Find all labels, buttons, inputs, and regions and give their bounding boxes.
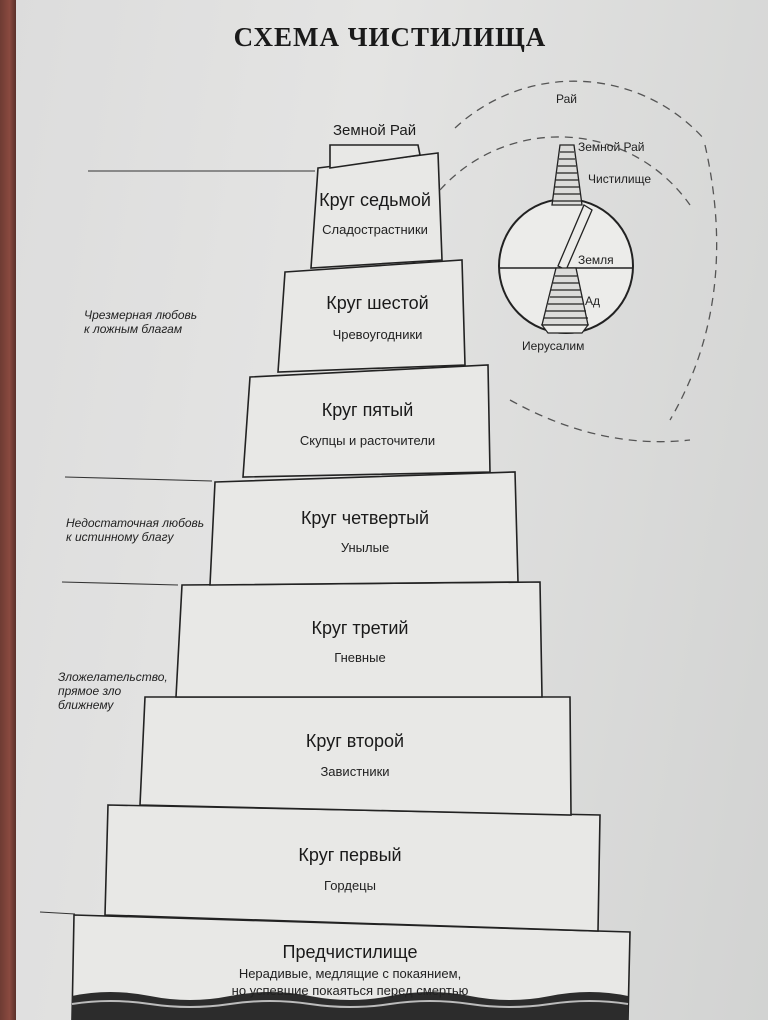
side-note-2-line2: к истинному благу — [66, 530, 174, 544]
paradise-sphere-inner — [439, 136, 691, 206]
circle-4-sinners: Унылые — [340, 540, 390, 555]
cosmos-earthly-paradise-label: Земной Рай — [578, 140, 645, 154]
side-note-malevolence: Зложелательство, прямое зло ближнему — [58, 670, 168, 712]
terrace-circle-4 — [209, 471, 519, 586]
mountain-terraces — [71, 144, 631, 1020]
terrace-circle-3 — [175, 581, 543, 698]
circle-1-name: Круг первый — [298, 845, 402, 865]
circle-1-sinners: Гордецы — [324, 878, 376, 893]
sea-waves — [71, 992, 629, 1020]
circle-2-name: Круг второй — [305, 731, 405, 751]
circle-6-sinners: Чревоугодники — [332, 327, 423, 342]
cosmos-earth-label: Земля — [578, 253, 614, 267]
book-page-edge — [0, 0, 16, 1020]
ante-purgatory-line1: Нерадивые, медлящие с покаянием, — [238, 966, 462, 981]
paradise-sphere-lower — [509, 399, 691, 443]
terrace-circle-6 — [277, 259, 466, 373]
cosmos-hell-label: Ад — [585, 294, 601, 308]
diagram-title: СХЕМА ЧИСТИЛИЩА — [233, 22, 547, 52]
side-note-3-line2: прямое зло — [58, 684, 122, 698]
circle-7-sinners: Сладострастники — [322, 222, 428, 237]
side-note-2-line1: Недостаточная любовь — [66, 516, 205, 530]
circle-6-name: Круг шестой — [326, 293, 429, 313]
terrace-circle-2 — [139, 696, 572, 816]
ante-purgatory-name: Предчистилище — [282, 942, 418, 962]
divider-line-2 — [64, 476, 213, 482]
cosmos-purgatory-label: Чистилище — [588, 172, 652, 186]
circle-3-name: Круг третий — [311, 618, 409, 638]
circle-2-sinners: Завистники — [320, 764, 390, 779]
side-note-1-line1: Чрезмерная любовь — [84, 308, 198, 322]
cosmos-jerusalem-label: Иерусалим — [522, 339, 585, 353]
section-divider-lines — [39, 170, 315, 915]
side-note-3-line1: Зложелательство, — [58, 670, 168, 684]
hell-funnel — [540, 267, 590, 334]
paradise-sphere-outer — [454, 80, 706, 141]
cosmos-diagram — [439, 80, 718, 443]
ante-purgatory-line2: но успевшие покаяться перед смертью — [231, 983, 469, 998]
divider-line-4 — [39, 911, 76, 915]
paradise-sphere-right — [669, 144, 718, 421]
terrace-circle-5 — [242, 364, 491, 478]
circle-4-name: Круг четвертый — [300, 508, 430, 528]
side-note-deficient-love: Недостаточная любовь к истинному благу — [66, 516, 204, 544]
terrace-circle-1 — [104, 804, 601, 932]
circle-5-name: Круг пятый — [321, 400, 414, 420]
circle-7-name: Круг седьмой — [319, 190, 431, 210]
terrace-earthly-paradise — [329, 144, 421, 169]
circle-3-sinners: Гневные — [334, 650, 386, 665]
side-note-3-line3: ближнему — [58, 698, 114, 712]
side-note-1-line2: к ложным благам — [84, 322, 183, 336]
divider-line-3 — [61, 581, 179, 586]
side-note-excess-love: Чрезмерная любовь к ложным благам — [84, 308, 197, 336]
cosmos-paradise-label: Рай — [556, 92, 577, 106]
purgatory-mountain-mini — [551, 144, 583, 206]
circle-5-sinners: Скупцы и расточители — [299, 433, 436, 448]
summit-label: Земной Рай — [333, 122, 417, 139]
